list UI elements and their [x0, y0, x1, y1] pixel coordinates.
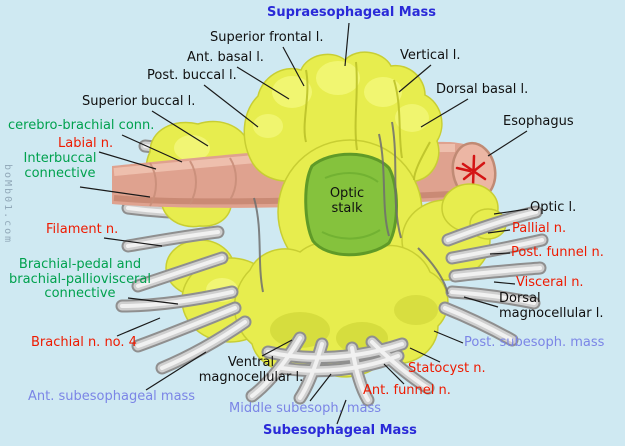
label-esophagus: Esophagus	[503, 114, 574, 129]
label-dorsal-basal-lobe: Dorsal basal l.	[436, 82, 529, 97]
label-supraesophageal-mass: Supraesophageal Mass	[267, 5, 436, 20]
label-posterior-buccal-lobe: Post. buccal l.	[147, 68, 237, 83]
label-dorsal-magnocellular-lobe: Dorsal magnocellular l.	[499, 291, 604, 321]
label-interbuccal-connective: Interbuccal connective	[23, 151, 97, 181]
label-posterior-subesophageal-mass: Post. subesoph. mass	[464, 335, 605, 350]
leader-lines	[79, 22, 529, 425]
label-statocyst-nerve: Statocyst n.	[408, 361, 486, 376]
label-anterior-subesophageal-mass: Ant. subesophageal mass	[28, 389, 196, 404]
label-brachial-pedal-connective: Brachial-pedal and brachial-pallioviscer…	[9, 257, 151, 302]
label-vertical-lobe: Vertical l.	[400, 48, 461, 63]
label-middle-subesophageal-mass: Middle subesoph. mass	[229, 401, 381, 416]
label-filament-nerve: Filament n.	[46, 222, 119, 237]
label-anterior-funnel-nerve: Ant. funnel n.	[363, 383, 451, 398]
label-brachial-nerve-4: Brachial n. no. 4	[31, 335, 137, 350]
fine-nerves	[253, 121, 449, 295]
label-ventral-magnocellular-lobe: Ventral magnocellular l.	[198, 355, 304, 385]
label-anterior-basal-lobe: Ant. basal l.	[187, 50, 264, 65]
label-subesophageal-mass: Subesophageal Mass	[263, 423, 417, 438]
label-labial-nerve: Labial n.	[58, 136, 114, 151]
esophagus-lumen	[455, 154, 487, 188]
label-optic-stalk: Optic stalk	[329, 186, 365, 216]
optic-stalk-structure	[304, 152, 398, 257]
label-superior-buccal-lobe: Superior buccal l.	[82, 94, 196, 109]
label-posterior-funnel-nerve: Post. funnel n.	[511, 245, 604, 260]
label-optic-lobe: Optic l.	[530, 200, 577, 215]
label-pallial-nerve: Pallial n.	[512, 221, 567, 236]
label-cerebro-brachial-connective: cerebro-brachial conn.	[8, 118, 155, 133]
watermark: boMb01.com	[2, 164, 13, 245]
label-superior-frontal-lobe: Superior frontal l.	[210, 30, 324, 45]
label-visceral-nerve: Visceral n.	[516, 275, 584, 290]
